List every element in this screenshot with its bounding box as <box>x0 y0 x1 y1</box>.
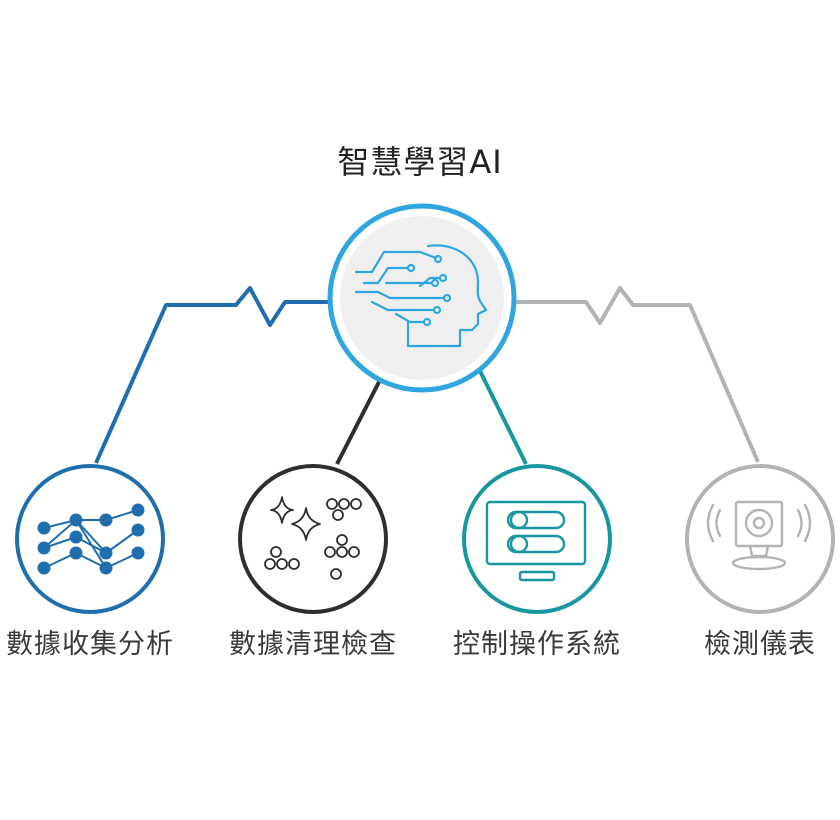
connector-data-clean <box>335 379 382 465</box>
node-instrument <box>685 464 835 614</box>
sparkle-clusters-icon <box>264 496 362 580</box>
label-data-collect: 數據收集分析 <box>6 629 174 660</box>
node-data-clean <box>238 464 388 614</box>
ai-head-circuit-icon <box>354 244 488 348</box>
label-instrument: 檢測儀表 <box>704 629 816 660</box>
control-panel-icon <box>485 500 587 582</box>
connector-data-collect <box>94 286 330 464</box>
sensor-camera-icon <box>706 500 812 571</box>
node-data-collect <box>15 464 165 614</box>
label-control: 控制操作系統 <box>453 629 621 660</box>
connector-control <box>476 366 528 465</box>
connector-instrument <box>514 286 760 463</box>
scatter-network-icon <box>37 503 145 575</box>
label-data-clean: 數據清理檢查 <box>229 629 397 660</box>
center-title: 智慧學習AI <box>337 143 503 181</box>
